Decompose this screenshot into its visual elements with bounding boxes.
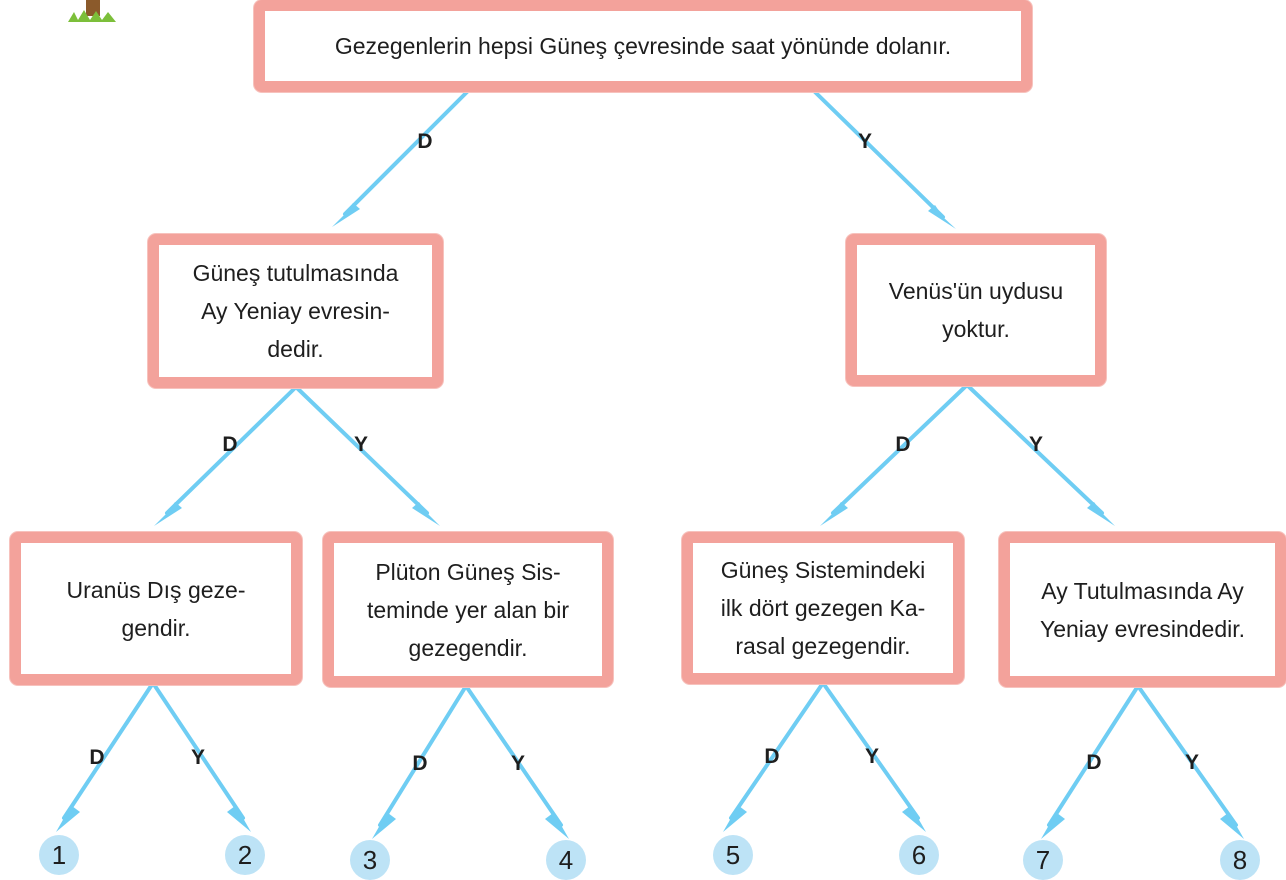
label-root-true: D bbox=[417, 130, 433, 153]
arrowhead-rr-false bbox=[1220, 813, 1244, 839]
leaf-4: 4 bbox=[546, 840, 586, 880]
edge-root-true bbox=[343, 90, 469, 216]
edge-rl-false bbox=[821, 681, 920, 820]
arrowhead-left-true bbox=[154, 502, 182, 526]
edge-rr-true bbox=[1047, 684, 1140, 827]
arrowhead-rl-false bbox=[902, 806, 926, 832]
label-left-false: Y bbox=[353, 433, 369, 456]
node-rl-line-2: ilk dört gezegen Ka- bbox=[720, 595, 926, 621]
node-lr: Plüton Güneş Sis- teminde yer alan bir g… bbox=[323, 532, 613, 687]
label-left-true: D bbox=[222, 433, 238, 456]
label-lr-true: D bbox=[412, 752, 428, 775]
arrowhead-ll-false bbox=[227, 806, 251, 832]
node-right-line-1: Venüs'ün uydusu bbox=[888, 278, 1064, 304]
node-right-line-2: yoktur. bbox=[942, 316, 1010, 342]
node-left-line-2: Ay Yeniay evresin- bbox=[201, 298, 390, 324]
leaf-6: 6 bbox=[899, 835, 939, 875]
arrowhead-root-false bbox=[928, 205, 956, 229]
node-rr-line-1: Ay Tutulmasında Ay bbox=[1041, 577, 1244, 604]
node-rr: Ay Tutulmasında Ay Yeniay evresindedir. bbox=[999, 532, 1286, 687]
arrowhead-lr-true bbox=[372, 813, 396, 839]
label-rr-true: D bbox=[1086, 751, 1102, 774]
edge-rl-true bbox=[729, 681, 825, 820]
label-ll-false: Y bbox=[190, 746, 206, 769]
edge-left-false bbox=[294, 385, 429, 515]
arrowhead-rr-true bbox=[1041, 813, 1065, 839]
label-rr-false: Y bbox=[1184, 751, 1200, 774]
node-rl: Güneş Sistemindeki ilk dört gezegen Ka- … bbox=[682, 532, 964, 684]
node-ll-line-2: gendir. bbox=[121, 614, 191, 641]
node-left-line-3: dedir. bbox=[267, 336, 324, 362]
node-left-line-1: Güneş tutulmasında bbox=[192, 260, 399, 286]
node-left: Güneş tutulmasında Ay Yeniay evresin- de… bbox=[148, 234, 443, 388]
edge-right-true bbox=[831, 383, 969, 515]
edge-root-false bbox=[813, 90, 945, 219]
arrowhead-ll-true bbox=[56, 806, 80, 832]
arrowhead-right-true bbox=[820, 502, 848, 526]
edge-ll-false bbox=[151, 681, 245, 820]
arrowhead-rl-true bbox=[723, 806, 747, 832]
node-root-text: Gezegenlerin hepsi Güneş çevresinde saat… bbox=[334, 33, 952, 59]
edge-right-false bbox=[965, 383, 1104, 515]
label-rl-false: Y bbox=[864, 745, 880, 768]
label-right-true: D bbox=[895, 433, 911, 456]
edge-rr-false bbox=[1136, 684, 1238, 827]
edge-lr-true bbox=[378, 684, 468, 827]
arrowhead-left-false bbox=[412, 502, 440, 526]
leaf-2: 2 bbox=[225, 835, 265, 875]
leaf-3: 3 bbox=[350, 840, 390, 880]
node-root: Gezegenlerin hepsi Güneş çevresinde saat… bbox=[254, 0, 1032, 92]
node-right: Venüs'ün uydusu yoktur. bbox=[846, 234, 1106, 386]
label-ll-true: D bbox=[89, 746, 105, 769]
leaf-7: 7 bbox=[1023, 840, 1063, 880]
label-lr-false: Y bbox=[510, 752, 526, 775]
node-rr-line-2: Yeniay evresindedir. bbox=[1039, 615, 1245, 642]
node-ll: Uranüs Dış geze- gendir. bbox=[10, 532, 302, 685]
node-rl-line-1: Güneş Sistemindeki bbox=[720, 557, 926, 583]
node-lr-line-1: Plüton Güneş Sis- bbox=[375, 558, 561, 585]
arrowhead-lr-false bbox=[545, 813, 569, 839]
edge-lr-false bbox=[464, 684, 563, 827]
node-rl-line-3: rasal gezegendir. bbox=[735, 633, 911, 659]
edge-left-true bbox=[165, 385, 298, 515]
arrowhead-root-true bbox=[332, 203, 360, 227]
leaf-5: 5 bbox=[713, 835, 753, 875]
leaf-8: 8 bbox=[1220, 840, 1260, 880]
edge-ll-true bbox=[62, 681, 155, 820]
node-lr-line-2: teminde yer alan bir bbox=[367, 596, 569, 623]
tree-trunk-decoration bbox=[68, 0, 116, 22]
arrowhead-right-false bbox=[1087, 502, 1115, 526]
node-ll-line-1: Uranüs Dış geze- bbox=[66, 576, 246, 603]
node-lr-line-3: gezegendir. bbox=[408, 634, 528, 661]
label-rl-true: D bbox=[764, 745, 780, 768]
label-root-false: Y bbox=[857, 130, 873, 153]
label-right-false: Y bbox=[1028, 433, 1044, 456]
leaf-1: 1 bbox=[39, 835, 79, 875]
